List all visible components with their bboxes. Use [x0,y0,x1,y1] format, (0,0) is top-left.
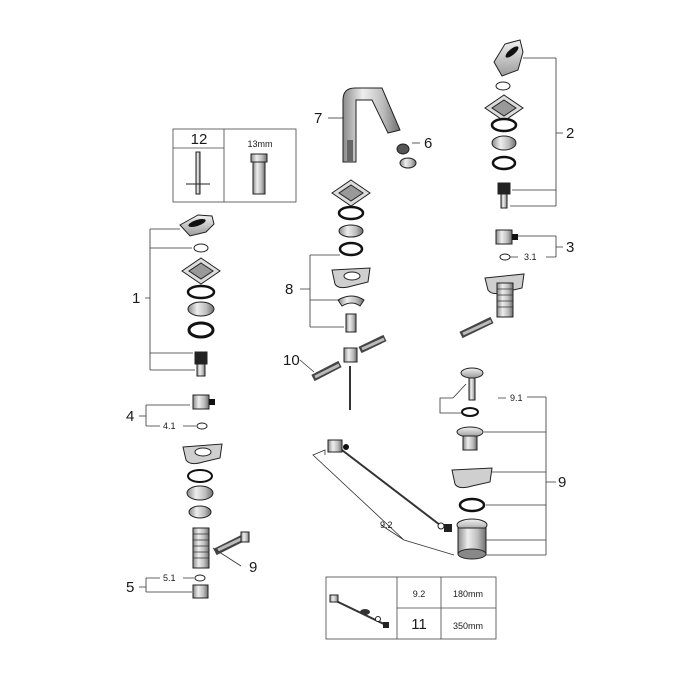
left-handle-assembly [179,214,250,599]
seal-ring-icon [193,243,209,253]
rod-row-2-length: 350mm [453,621,483,631]
small-ring-icon [196,422,208,430]
spout-clamp-icon [337,295,365,307]
drain-flange-icon [456,426,484,451]
spout-flange-icon [338,224,364,238]
callout-3-1: 3.1 [524,252,537,262]
connection-hose-icon [213,531,250,556]
tool-key-icon [186,151,210,195]
aerator-icon [396,143,417,169]
callout-9-2: 9.2 [380,520,393,530]
tool-box-size: 13mm [247,139,272,149]
pull-rod-icon [327,439,452,532]
callout-4: 4 [126,408,134,425]
hose-right-icon [358,334,387,354]
callout-8: 8 [285,281,293,298]
flange-nut-icon [187,301,215,317]
socket-wrench-icon [250,153,268,195]
callout-2: 2 [566,125,574,142]
spout-assembly [311,87,417,410]
drain-assembly [327,367,493,560]
drain-body-icon [456,518,488,560]
right-gasket-icon [491,155,517,171]
rod-row-2-part: 11 [411,616,427,633]
right-small-ring-icon [499,253,511,261]
callout-1: 1 [132,290,140,307]
drain-template-icon [451,467,493,489]
spout-shank-icon [345,313,357,333]
bottom-nut-icon [192,584,209,599]
spout-gasket-icon [338,241,364,257]
callout-3: 3 [566,239,574,256]
rod-table: 9.2 180mm 11 350mm [325,576,497,640]
right-shank-icon [496,282,514,318]
spout-template-icon [331,267,371,289]
tool-box-frame [172,128,297,203]
hose-left-icon [311,360,342,382]
tool-box-number: 12 [191,131,208,148]
callout-9-left: 9 [249,559,257,576]
right-valve-body-icon [495,229,518,245]
callout-7: 7 [314,110,322,127]
callout-6: 6 [424,135,432,152]
tee-connector-icon [343,347,358,363]
right-hose-icon [459,316,494,339]
right-o-ring-icon [490,117,518,133]
spacer-ring-icon [188,505,212,519]
mounting-template-icon [182,443,223,465]
right-cartridge-icon [497,182,511,209]
tool-box: 12 13mm [172,128,297,203]
lock-nut-icon [186,485,214,501]
right-seal-ring-icon [495,81,511,91]
spout-escutcheon-icon [331,179,371,207]
drain-seal-icon [461,407,479,417]
right-flange-icon [491,135,517,151]
callout-9-right: 9 [558,474,566,491]
spout-icon [342,87,401,163]
gasket-icon [187,321,215,339]
spout-o-ring-icon [337,205,365,221]
bottom-washer-icon [194,574,206,582]
drain-plug-icon [460,367,484,401]
lever-handle-icon [179,214,215,237]
rod-row-1-part: 9.2 [413,589,426,599]
washer-icon [187,469,213,483]
threaded-shank-icon [192,527,210,569]
callout-labels: 1 4 4.1 5 5.1 9 10 8 7 6 2 3 3.1 9.1 9 9… [126,110,574,596]
drain-gasket-icon [458,497,486,513]
callout-9-1: 9.1 [510,393,523,403]
callout-5: 5 [126,579,134,596]
cartridge-icon [194,351,208,377]
right-lever-handle-icon [493,39,524,77]
callout-5-1: 5.1 [163,573,176,583]
right-escutcheon-icon [484,94,524,122]
rod-row-1-length: 180mm [453,589,483,599]
callout-4-1: 4.1 [163,421,176,431]
right-handle-assembly [459,39,525,339]
escutcheon-plate-icon [181,257,221,285]
rod-kit-icon [329,594,389,628]
callout-10: 10 [283,352,300,369]
valve-body-icon [192,394,215,410]
o-ring-icon [186,284,216,300]
leader-lines [139,57,563,593]
